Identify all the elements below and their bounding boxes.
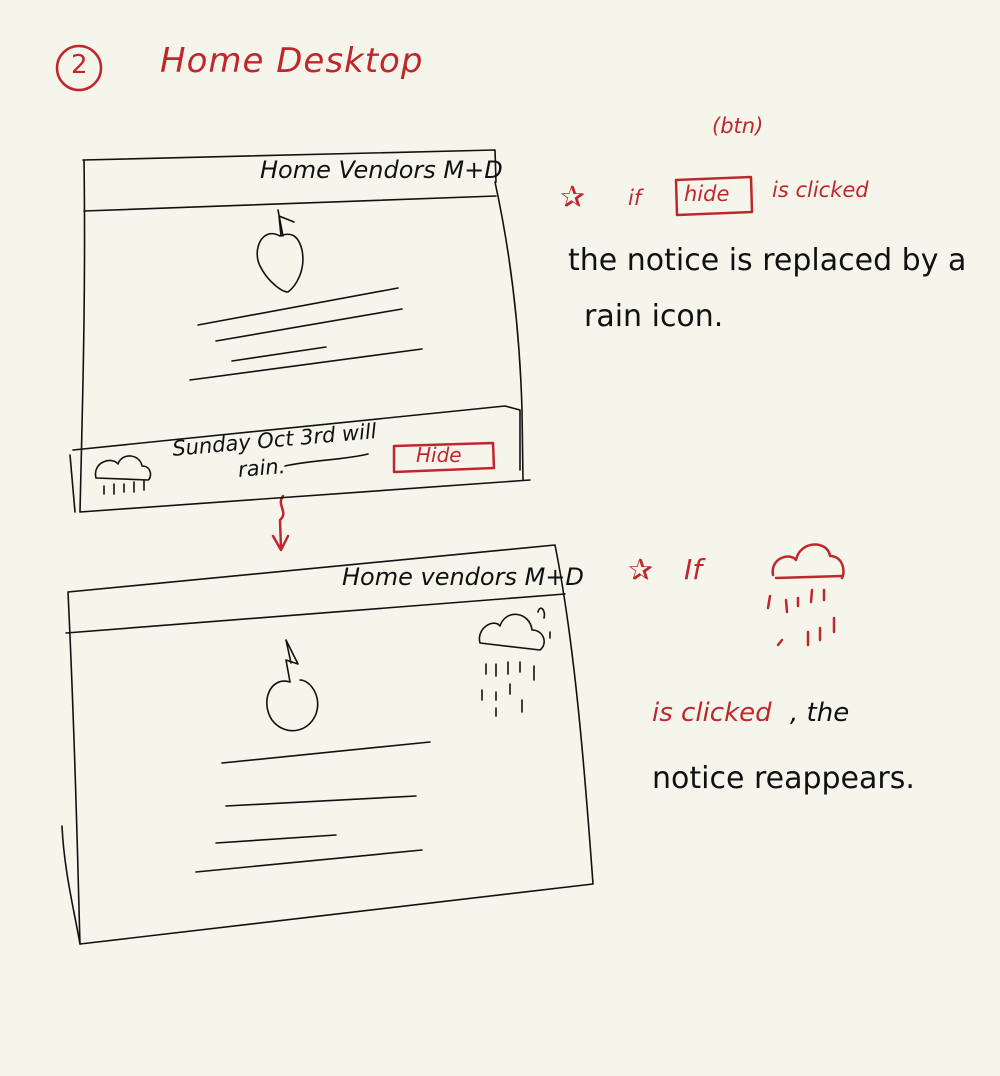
- annotation-2-clicked: is clicked: [652, 698, 772, 728]
- annotation-1-clicked: is clicked: [772, 178, 869, 202]
- step-number: 2: [71, 50, 88, 80]
- annotation-1-result-line2: rain icon.: [584, 299, 724, 334]
- annotation-rain-cloud-icon: [771, 543, 845, 580]
- annotation-2-comma: , the: [790, 698, 850, 728]
- star-icon: ✰: [560, 180, 586, 215]
- hide-button-box: [392, 441, 496, 474]
- annotation-1-if: if: [628, 186, 642, 210]
- bottom-rain-cloud-icon: [478, 613, 545, 651]
- bottom-nav-text: Home vendors M+D: [342, 563, 584, 591]
- top-nav-text: Home Vendors M+D: [260, 156, 503, 184]
- star-icon-2: ✰: [628, 553, 654, 588]
- annotation-1-result-line1: the notice is replaced by a: [568, 243, 967, 278]
- annotation-2-if: If: [684, 553, 703, 586]
- btn-tag: (btn): [712, 114, 764, 138]
- transition-arrow: [271, 494, 290, 552]
- notice-text-line2: rain.: [237, 453, 287, 483]
- hide-button[interactable]: Hide: [416, 443, 462, 467]
- page-title: Home Desktop: [160, 41, 424, 81]
- top-strawberry-icon: [256, 209, 304, 293]
- bottom-strawberry-icon: [266, 639, 319, 732]
- bottom-mockup-frame: [67, 544, 594, 945]
- top-mockup-frame: [79, 149, 531, 513]
- hide-word-box: [674, 175, 754, 217]
- annotation-2-result: notice reappears.: [652, 761, 915, 796]
- annotation-1-hide-word: hide: [684, 182, 730, 206]
- top-rain-cloud-icon: [94, 455, 152, 481]
- step-number-circle: [55, 44, 103, 92]
